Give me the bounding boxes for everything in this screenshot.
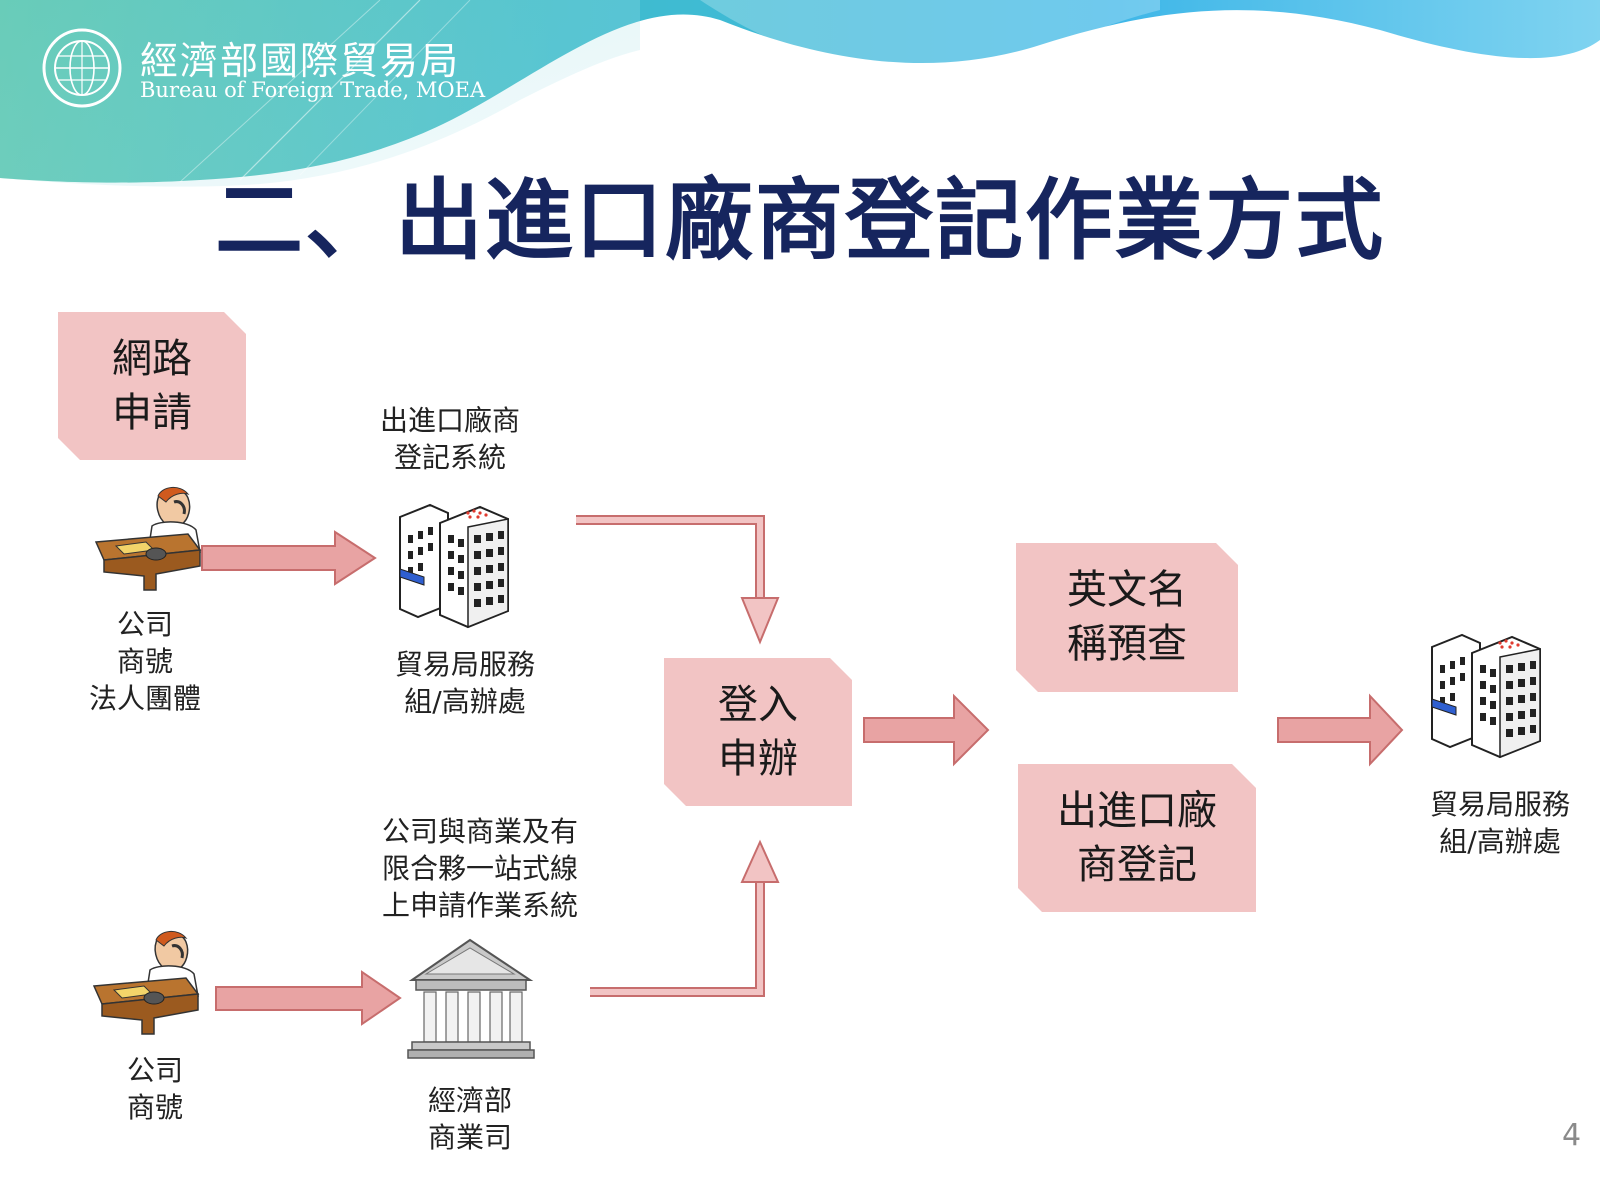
bureau-office-top-label: 貿易局服務 組/高辦處 (394, 648, 535, 718)
government-building-icon (407, 938, 535, 1059)
arrow-process-to-bureau (1277, 693, 1404, 767)
login-apply-box (664, 658, 852, 806)
slide-title: 二、出進口廠商登記作業方式 (214, 169, 1385, 272)
page-number: 4 (1562, 1118, 1582, 1153)
bureau-office-right-label: 貿易局服務 組/高辦處 (1429, 788, 1570, 858)
office-building-icon (1431, 633, 1541, 759)
trader-registration-label: 出進口廠 商登記 (1057, 788, 1217, 888)
onestop-system-label: 公司與商業及有 限合夥一站式線 上申請作業系統 (381, 815, 578, 922)
applicant-bottom-label: 公司 商號 (126, 1054, 183, 1124)
header-wave (0, 0, 1600, 187)
arrow-applicant-to-system (201, 530, 377, 586)
applicant-top-label: 公司 商號 法人團體 (88, 608, 201, 715)
connector-onestop-to-login (590, 839, 780, 997)
connector-system-to-login (576, 515, 780, 645)
english-name-label: 英文名 稱預查 (1067, 567, 1187, 667)
english-name-box (1016, 543, 1238, 692)
arrow-login-to-process (863, 693, 990, 767)
login-apply-label: 登入 申辦 (718, 682, 798, 782)
registration-system-label: 出進口廠商 登記系統 (379, 404, 520, 474)
online-apply-box (58, 312, 246, 460)
bureau-name-english: Bureau of Foreign Trade, MOEA (140, 78, 486, 102)
bureau-name-chinese: 經濟部國際貿易局 (140, 39, 461, 83)
arrow-applicant-to-onestop (215, 970, 402, 1026)
office-building-icon (399, 503, 509, 629)
moea-dept-label: 經濟部 商業司 (427, 1084, 512, 1154)
person-phone-desk-icon (94, 487, 202, 591)
trader-registration-box (1018, 764, 1256, 912)
person-phone-desk-icon (92, 931, 200, 1035)
online-apply-label: 網路 申請 (112, 336, 192, 436)
bureau-seal-logo (42, 28, 122, 108)
